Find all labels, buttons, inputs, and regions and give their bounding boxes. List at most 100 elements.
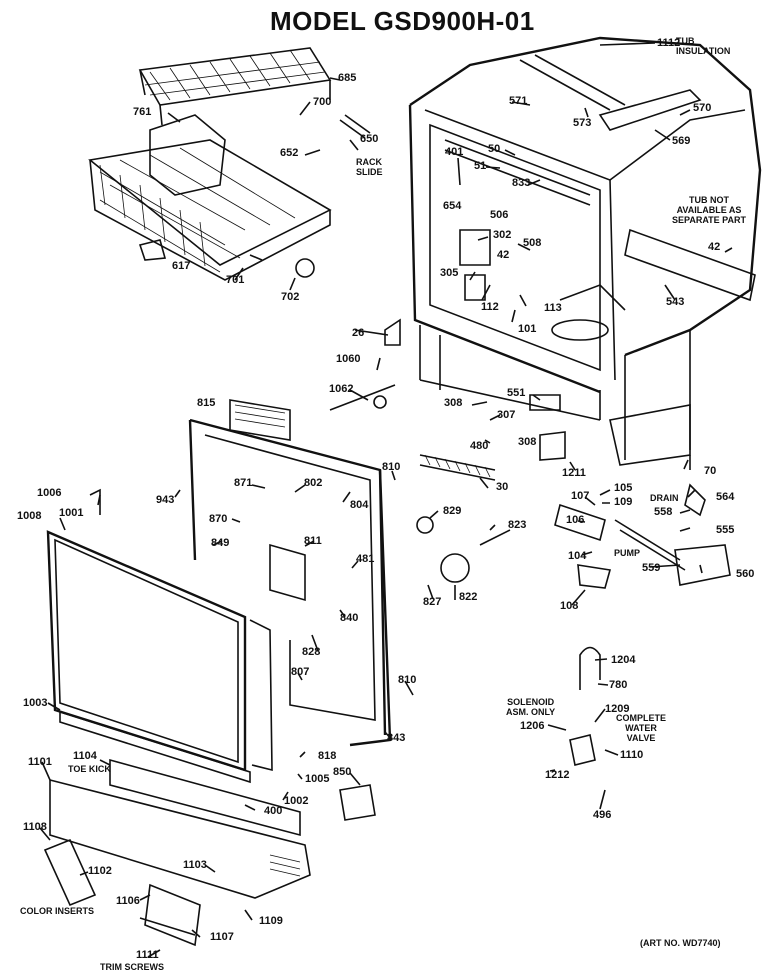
part-label-51: 51 <box>474 160 487 172</box>
lower-rack-drawing <box>88 114 332 281</box>
part-label-870: 870 <box>209 513 228 525</box>
part-label-652: 652 <box>280 147 299 159</box>
part-label-850: 850 <box>333 766 352 778</box>
part-label-1111: 1111 <box>136 949 159 961</box>
part-label-1211: 1211 <box>562 467 586 479</box>
part-label-42b: 42 <box>708 241 721 253</box>
part-label-1003: 1003 <box>23 697 48 709</box>
door-inner-drawing <box>188 399 496 747</box>
caption-complete-valve: COMPLETE WATER VALVE <box>616 713 667 743</box>
part-label-822: 822 <box>459 591 478 603</box>
part-label-551: 551 <box>507 387 526 399</box>
part-label-650: 650 <box>360 133 379 145</box>
part-label-42a: 42 <box>497 249 510 261</box>
part-label-811: 811 <box>304 535 322 547</box>
part-label-1060: 1060 <box>336 353 361 365</box>
leader-lines <box>39 42 733 958</box>
part-label-70: 70 <box>704 465 717 477</box>
part-label-305: 305 <box>440 267 459 279</box>
part-label-555: 555 <box>716 524 735 536</box>
part-label-570: 570 <box>693 102 712 114</box>
part-label-1102: 1102 <box>88 865 112 877</box>
part-label-843: 843 <box>387 732 406 744</box>
part-label-1005: 1005 <box>305 773 330 785</box>
part-label-1110: 1110 <box>620 749 644 761</box>
part-label-107: 107 <box>571 490 590 502</box>
part-label-26: 26 <box>352 327 365 339</box>
part-label-871: 871 <box>234 477 253 489</box>
part-label-943: 943 <box>156 494 175 506</box>
part-label-849: 849 <box>211 537 230 549</box>
part-label-101: 101 <box>518 323 537 335</box>
part-label-105: 105 <box>614 482 633 494</box>
caption-tub-not-available: TUB NOT AVAILABLE AS SEPARATE PART <box>672 195 747 225</box>
caption-solenoid: SOLENOID ASM. ONLY <box>506 697 556 717</box>
part-label-480: 480 <box>470 440 489 452</box>
part-label-50: 50 <box>488 143 501 155</box>
part-label-1108: 1108 <box>23 821 47 833</box>
part-label-113: 113 <box>544 302 562 314</box>
part-label-780: 780 <box>609 679 628 691</box>
part-label-1008: 1008 <box>17 510 42 522</box>
part-label-701: 701 <box>226 274 245 286</box>
part-label-815: 815 <box>197 397 216 409</box>
outer-door-drawing <box>46 488 273 784</box>
part-label-1104: 1104 <box>73 750 97 762</box>
part-label-104: 104 <box>568 550 587 562</box>
part-label-30: 30 <box>496 481 509 493</box>
part-label-558: 558 <box>654 506 673 518</box>
part-label-802: 802 <box>304 477 323 489</box>
part-label-573: 573 <box>573 117 592 129</box>
part-label-654: 654 <box>443 200 462 212</box>
part-label-307: 307 <box>497 409 516 421</box>
part-label-1106: 1106 <box>116 895 140 907</box>
part-label-1204: 1204 <box>611 654 636 666</box>
part-label-560: 560 <box>736 568 755 580</box>
part-label-109: 109 <box>614 496 633 508</box>
part-label-761: 761 <box>133 106 152 118</box>
upper-rack-drawing <box>138 47 332 126</box>
part-label-1103: 1103 <box>183 859 207 871</box>
part-label-827: 827 <box>423 596 442 608</box>
part-label-1212: 1212 <box>545 769 570 781</box>
part-label-1112: 1112 <box>657 37 681 49</box>
part-label-685: 685 <box>338 72 357 84</box>
part-label-840: 840 <box>340 612 359 624</box>
part-label-1006: 1006 <box>37 487 62 499</box>
part-label-108: 108 <box>560 600 579 612</box>
part-label-506: 506 <box>490 209 509 221</box>
part-label-112: 112 <box>481 301 499 313</box>
part-label-508: 508 <box>523 237 542 249</box>
part-label-1206: 1206 <box>520 720 545 732</box>
part-label-1001: 1001 <box>59 507 84 519</box>
caption-trim-screws: TRIM SCREWS <box>100 962 164 972</box>
part-label-833: 833 <box>512 177 531 189</box>
part-label-804: 804 <box>350 499 369 511</box>
part-label-543: 543 <box>666 296 685 308</box>
part-label-1101: 1101 <box>28 756 52 768</box>
caption-color-inserts: COLOR INSERTS <box>20 906 95 916</box>
part-label-807: 807 <box>291 666 310 678</box>
caption-tub-insulation: TUB INSULATION <box>676 36 731 56</box>
part-label-481: 481 <box>356 553 375 565</box>
part-label-1109: 1109 <box>259 915 283 927</box>
part-label-496: 496 <box>593 809 612 821</box>
part-label-700: 700 <box>313 96 332 108</box>
page-title: MODEL GSD900H-01 <box>270 6 535 36</box>
part-label-106: 106 <box>566 514 585 526</box>
caption-pump: PUMP <box>614 548 641 558</box>
part-label-1002: 1002 <box>284 795 309 807</box>
part-label-823: 823 <box>508 519 527 531</box>
art-number: (ART NO. WD7740) <box>640 938 721 948</box>
part-label-564: 564 <box>716 491 735 503</box>
part-label-1209: 1209 <box>605 703 630 715</box>
part-label-400: 400 <box>264 805 283 817</box>
part-label-559: 559 <box>642 562 661 574</box>
misc-parts-drawing <box>138 114 731 821</box>
part-label-569: 569 <box>672 135 691 147</box>
part-label-617: 617 <box>172 260 191 272</box>
part-label-702: 702 <box>281 291 300 303</box>
caption-rack-slide: RACK SLIDE <box>356 157 383 177</box>
